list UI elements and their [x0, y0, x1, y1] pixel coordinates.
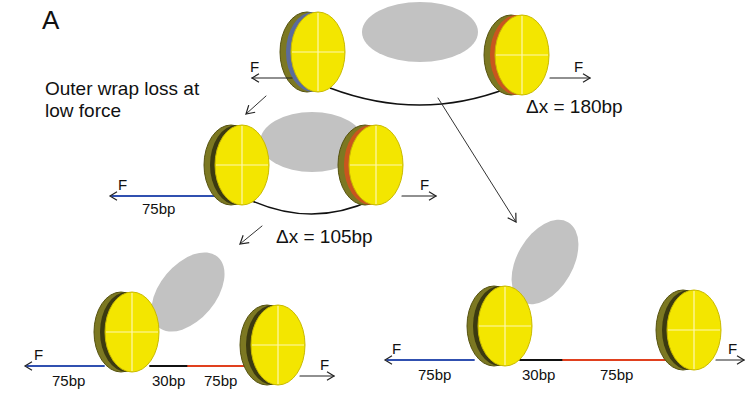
step-distance: Δx = 180bp	[526, 96, 623, 118]
unwrapped-dna	[387, 359, 474, 361]
histone-face	[105, 292, 159, 372]
length-label: 75bp	[600, 366, 633, 383]
histone-divider	[521, 16, 522, 94]
unwrapped-dna	[27, 365, 104, 367]
histone-face	[495, 15, 549, 95]
histone-face	[667, 290, 721, 370]
step-distance: Δx = 105bp	[276, 226, 373, 248]
bound-protein	[362, 2, 478, 62]
histone-face	[291, 12, 345, 92]
transition-arrowhead	[240, 235, 249, 244]
histone-face	[215, 125, 269, 205]
force-arrow	[550, 77, 590, 78]
histone-divider	[693, 291, 694, 369]
histone-face	[478, 286, 532, 366]
force-arrowhead	[25, 362, 32, 370]
histone-divider	[317, 13, 318, 91]
force-arrowhead	[429, 192, 436, 200]
linker-dna	[330, 88, 508, 105]
histone-divider	[241, 126, 242, 204]
force-arrow	[300, 375, 334, 376]
force-arrowhead	[110, 192, 117, 200]
length-label: 30bp	[152, 372, 185, 389]
unwrapped-dna	[112, 195, 218, 197]
force-label: F	[420, 176, 429, 193]
histone-divider	[375, 126, 376, 204]
force-arrow	[716, 359, 744, 360]
force-arrow	[402, 195, 436, 196]
transition-arrow	[240, 226, 262, 244]
length-label: 75bp	[52, 372, 85, 389]
length-label: 75bp	[204, 372, 237, 389]
transition-arrow	[438, 98, 516, 222]
force-label: F	[728, 340, 737, 357]
histone-divider	[277, 306, 278, 384]
linker-dna	[520, 359, 563, 361]
length-label: 75bp	[142, 200, 175, 217]
length-label: 30bp	[522, 366, 555, 383]
length-label: 75bp	[418, 366, 451, 383]
annotation: Outer wrap loss at low force	[45, 78, 220, 122]
force-arrowhead	[583, 74, 590, 82]
histone-divider	[131, 293, 132, 371]
transition-arrow	[246, 96, 266, 114]
transition-arrowhead	[246, 105, 255, 114]
force-label: F	[34, 346, 43, 363]
force-label: F	[574, 58, 583, 75]
force-arrowhead	[385, 356, 392, 364]
linker-dna	[250, 200, 372, 214]
force-arrow	[252, 77, 292, 78]
force-arrowhead	[327, 372, 334, 380]
force-label: F	[320, 356, 329, 373]
histone-divider	[504, 287, 505, 365]
force-arrowhead	[252, 74, 259, 82]
histone-face	[349, 125, 403, 205]
histone-face	[251, 305, 305, 385]
panel-letter: A	[42, 6, 59, 36]
force-label: F	[250, 58, 259, 75]
linker-dna	[150, 365, 188, 367]
force-arrowhead	[737, 356, 744, 364]
force-label: F	[118, 176, 127, 193]
transition-arrowhead	[508, 213, 516, 222]
force-label: F	[392, 340, 401, 357]
unwrapped-dna	[563, 359, 672, 361]
